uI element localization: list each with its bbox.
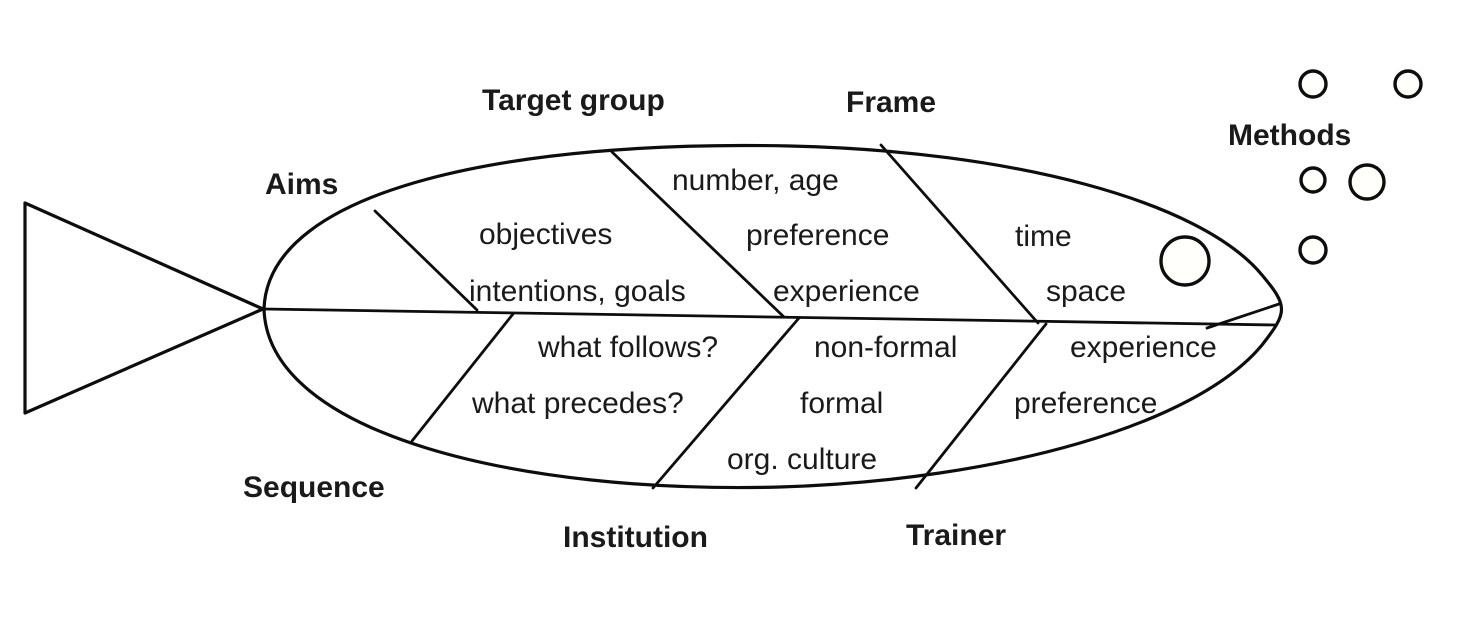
rib-upper-aims-divider bbox=[373, 209, 479, 312]
category-label-target-group: Target group bbox=[482, 84, 665, 117]
item-experience-top: experience bbox=[773, 275, 920, 308]
item-objectives: objectives bbox=[479, 218, 612, 251]
fish-tail-shape bbox=[23, 201, 265, 415]
item-formal: formal bbox=[800, 387, 883, 420]
category-label-sequence: Sequence bbox=[243, 471, 385, 504]
methods-bubble-5 bbox=[1298, 235, 1328, 265]
item-org-culture: org. culture bbox=[727, 443, 877, 476]
category-label-methods: Methods bbox=[1228, 119, 1351, 152]
methods-bubble-2 bbox=[1393, 69, 1423, 99]
item-intentions-goals: intentions, goals bbox=[469, 275, 686, 308]
rib-lower-trainer-divider bbox=[914, 322, 1048, 490]
category-label-aims: Aims bbox=[265, 168, 338, 201]
item-space: space bbox=[1046, 275, 1126, 308]
fish-spine-line bbox=[262, 307, 1278, 327]
rib-lower-sequence-divider bbox=[410, 312, 515, 443]
item-number-age: number, age bbox=[672, 164, 839, 197]
methods-bubble-3 bbox=[1299, 166, 1327, 194]
rib-upper-frame-divider bbox=[879, 143, 1040, 325]
item-what-follows: what follows? bbox=[537, 331, 718, 364]
rib-lower-institution-divider bbox=[651, 316, 801, 490]
item-what-precedes: what precedes? bbox=[471, 387, 684, 420]
fish-body-outline bbox=[262, 143, 1284, 490]
methods-bubble-4 bbox=[1348, 163, 1386, 201]
item-non-formal: non-formal bbox=[814, 331, 957, 364]
fish-mouth-line bbox=[1205, 302, 1281, 330]
item-preference-bottom: preference bbox=[1014, 387, 1157, 420]
category-label-frame: Frame bbox=[846, 86, 936, 119]
methods-bubble-1 bbox=[1298, 69, 1328, 99]
rib-upper-targetgroup-divider bbox=[610, 150, 786, 319]
category-label-institution: Institution bbox=[563, 521, 708, 554]
category-label-trainer: Trainer bbox=[906, 519, 1006, 552]
fish-eye-circle bbox=[1159, 235, 1211, 287]
item-experience-bottom: experience bbox=[1070, 331, 1217, 364]
item-preference-top: preference bbox=[746, 219, 889, 252]
item-time: time bbox=[1015, 220, 1072, 253]
